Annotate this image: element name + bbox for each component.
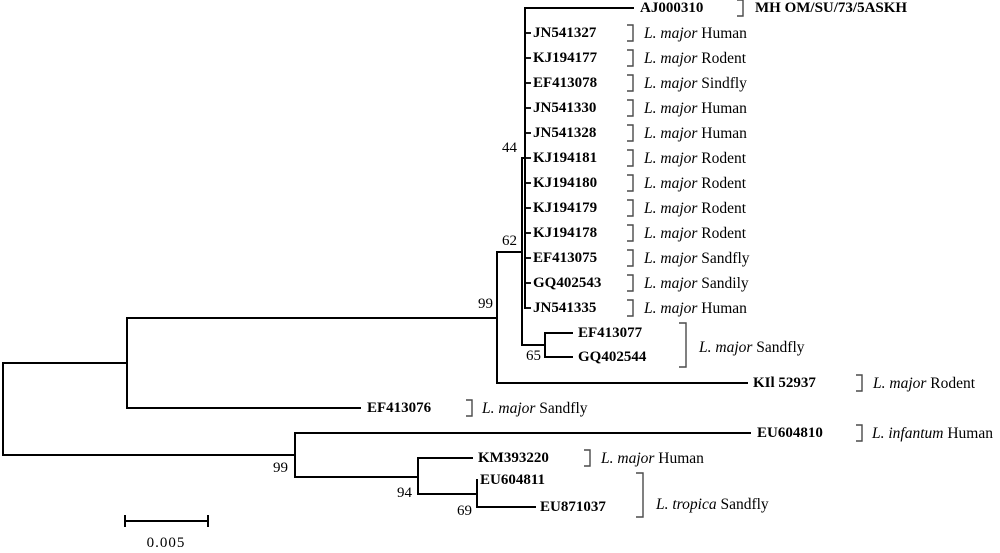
- taxon-bracket: [627, 124, 634, 142]
- host-label: L. major Sandfly: [643, 250, 750, 267]
- host-label: L. major Sindfly: [643, 75, 747, 92]
- taxon-bracket: [627, 274, 634, 292]
- host-label: L. major Sandily: [643, 275, 749, 292]
- taxon-accession-label: EF413078: [533, 75, 597, 91]
- taxon-accession-label: KM393220: [478, 450, 549, 466]
- taxon-bracket: [627, 249, 634, 267]
- host-label: L. major Human: [643, 300, 747, 317]
- host-label: L. major Rodent: [643, 175, 747, 192]
- taxon-accession-label: AJ000310: [640, 0, 703, 16]
- host-label: L. major Human: [600, 450, 704, 467]
- taxon-accession-label: EF413076: [367, 400, 432, 416]
- bootstrap-value: 99: [478, 296, 493, 312]
- taxon-bracket: [627, 24, 634, 42]
- taxon-accession-label: JN541330: [533, 100, 596, 116]
- taxon-accession-label: JN541327: [533, 25, 597, 41]
- taxon-accession-label: KJ194180: [533, 175, 597, 191]
- taxon-accession-label: KJ194179: [533, 200, 597, 216]
- taxon-bracket: [627, 99, 634, 117]
- taxon-accession-label: JN541328: [533, 125, 596, 141]
- taxon-accession-label: GQ402543: [533, 275, 601, 291]
- taxon-accession-label: EU604810: [757, 425, 823, 441]
- taxon-bracket: [627, 174, 634, 192]
- group-host-label: L. major Sandfly: [698, 339, 805, 356]
- host-label: L. major Rodent: [643, 225, 747, 242]
- taxon-accession-label: EF413075: [533, 250, 597, 266]
- taxon-bracket: [856, 424, 863, 442]
- taxon-bracket: [466, 399, 473, 417]
- scale-bar-label: 0.005: [147, 535, 186, 551]
- taxon-accession-label: KJ194177: [533, 50, 598, 66]
- taxon-bracket: [584, 449, 591, 467]
- taxon-accession-label: GQ402544: [578, 349, 647, 365]
- bootstrap-value: 62: [502, 233, 517, 249]
- taxon-bracket: [627, 199, 634, 217]
- bootstrap-value: 99: [273, 460, 288, 476]
- host-label: L. major Human: [643, 125, 747, 142]
- taxon-bracket: [627, 74, 634, 92]
- taxon-accession-label: KJ194181: [533, 150, 597, 166]
- bootstrap-value: 65: [526, 348, 541, 364]
- host-label: MH OM/SU/73/5ASKH: [755, 0, 907, 16]
- host-label: L. infantum Human: [871, 425, 993, 442]
- taxon-bracket: [627, 149, 634, 167]
- group-host-label: L. tropica Sandfly: [655, 496, 769, 513]
- bootstrap-value: 69: [457, 503, 472, 519]
- host-label: L. major Sandfly: [481, 400, 588, 417]
- taxon-accession-label: EF413077: [578, 325, 643, 341]
- host-label: L. major Human: [643, 25, 747, 42]
- host-label: L. major Human: [643, 100, 747, 117]
- taxon-accession-label: JN541335: [533, 300, 596, 316]
- taxon-accession-label: KJ194178: [533, 225, 597, 241]
- taxon-bracket: [856, 374, 863, 392]
- bootstrap-value: 94: [397, 485, 413, 501]
- host-label: L. major Rodent: [643, 200, 747, 217]
- taxon-bracket: [627, 299, 634, 317]
- taxon-accession-label: EU604811: [480, 472, 545, 488]
- taxon-bracket: [627, 224, 634, 242]
- taxon-bracket: [737, 0, 744, 17]
- host-label: L. major Rodent: [643, 50, 747, 67]
- taxon-accession-label: KIl 52937: [753, 375, 816, 391]
- bootstrap-value: 44: [502, 140, 518, 156]
- taxon-bracket: [627, 49, 634, 67]
- group-bracket: [679, 322, 687, 368]
- group-bracket: [636, 472, 644, 518]
- taxon-accession-label: EU871037: [540, 499, 606, 515]
- host-label: L. major Rodent: [872, 375, 976, 392]
- host-label: L. major Rodent: [643, 150, 747, 167]
